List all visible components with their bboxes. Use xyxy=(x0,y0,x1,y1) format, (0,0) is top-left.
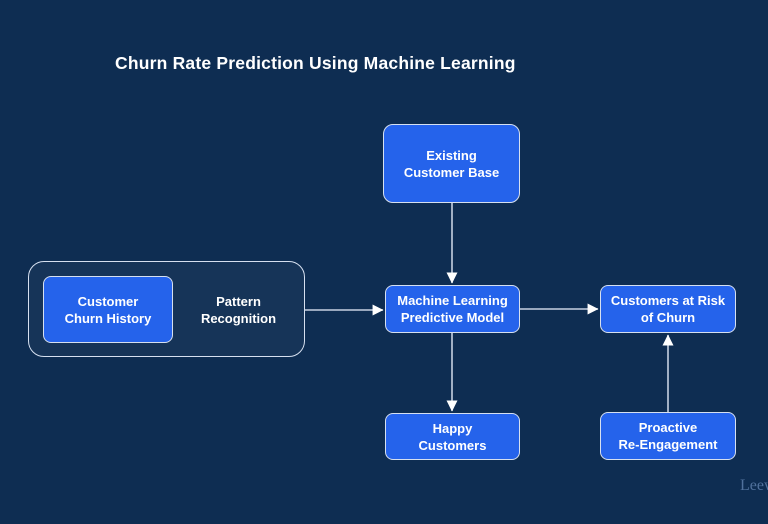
pattern-recognition-label: Pattern Recognition xyxy=(200,293,277,326)
node-proactive-reengagement-label: Proactive Re-Engagement xyxy=(618,420,718,452)
node-existing-customer-base: Existing Customer Base xyxy=(383,124,520,203)
node-happy-customers-label: Happy Customers xyxy=(418,420,487,453)
node-existing-customer-base-label: Existing Customer Base xyxy=(403,147,500,180)
node-customers-at-risk-label: Customers at Risk of Churn xyxy=(610,293,726,325)
node-customers-at-risk: Customers at Risk of Churn xyxy=(600,285,736,333)
node-proactive-reengagement: Proactive Re-Engagement xyxy=(600,412,736,460)
watermark: Leew xyxy=(740,477,768,494)
diagram-title: Churn Rate Prediction Using Machine Lear… xyxy=(115,53,516,73)
node-customer-churn-history: Customer Churn History xyxy=(43,276,173,343)
node-customer-churn-history-label: Customer Churn History xyxy=(64,293,152,326)
node-ml-predictive-model: Machine Learning Predictive Model xyxy=(385,285,520,333)
node-ml-predictive-model-label: Machine Learning Predictive Model xyxy=(397,293,508,325)
node-happy-customers: Happy Customers xyxy=(385,413,520,460)
group-pattern-recognition xyxy=(28,261,305,357)
